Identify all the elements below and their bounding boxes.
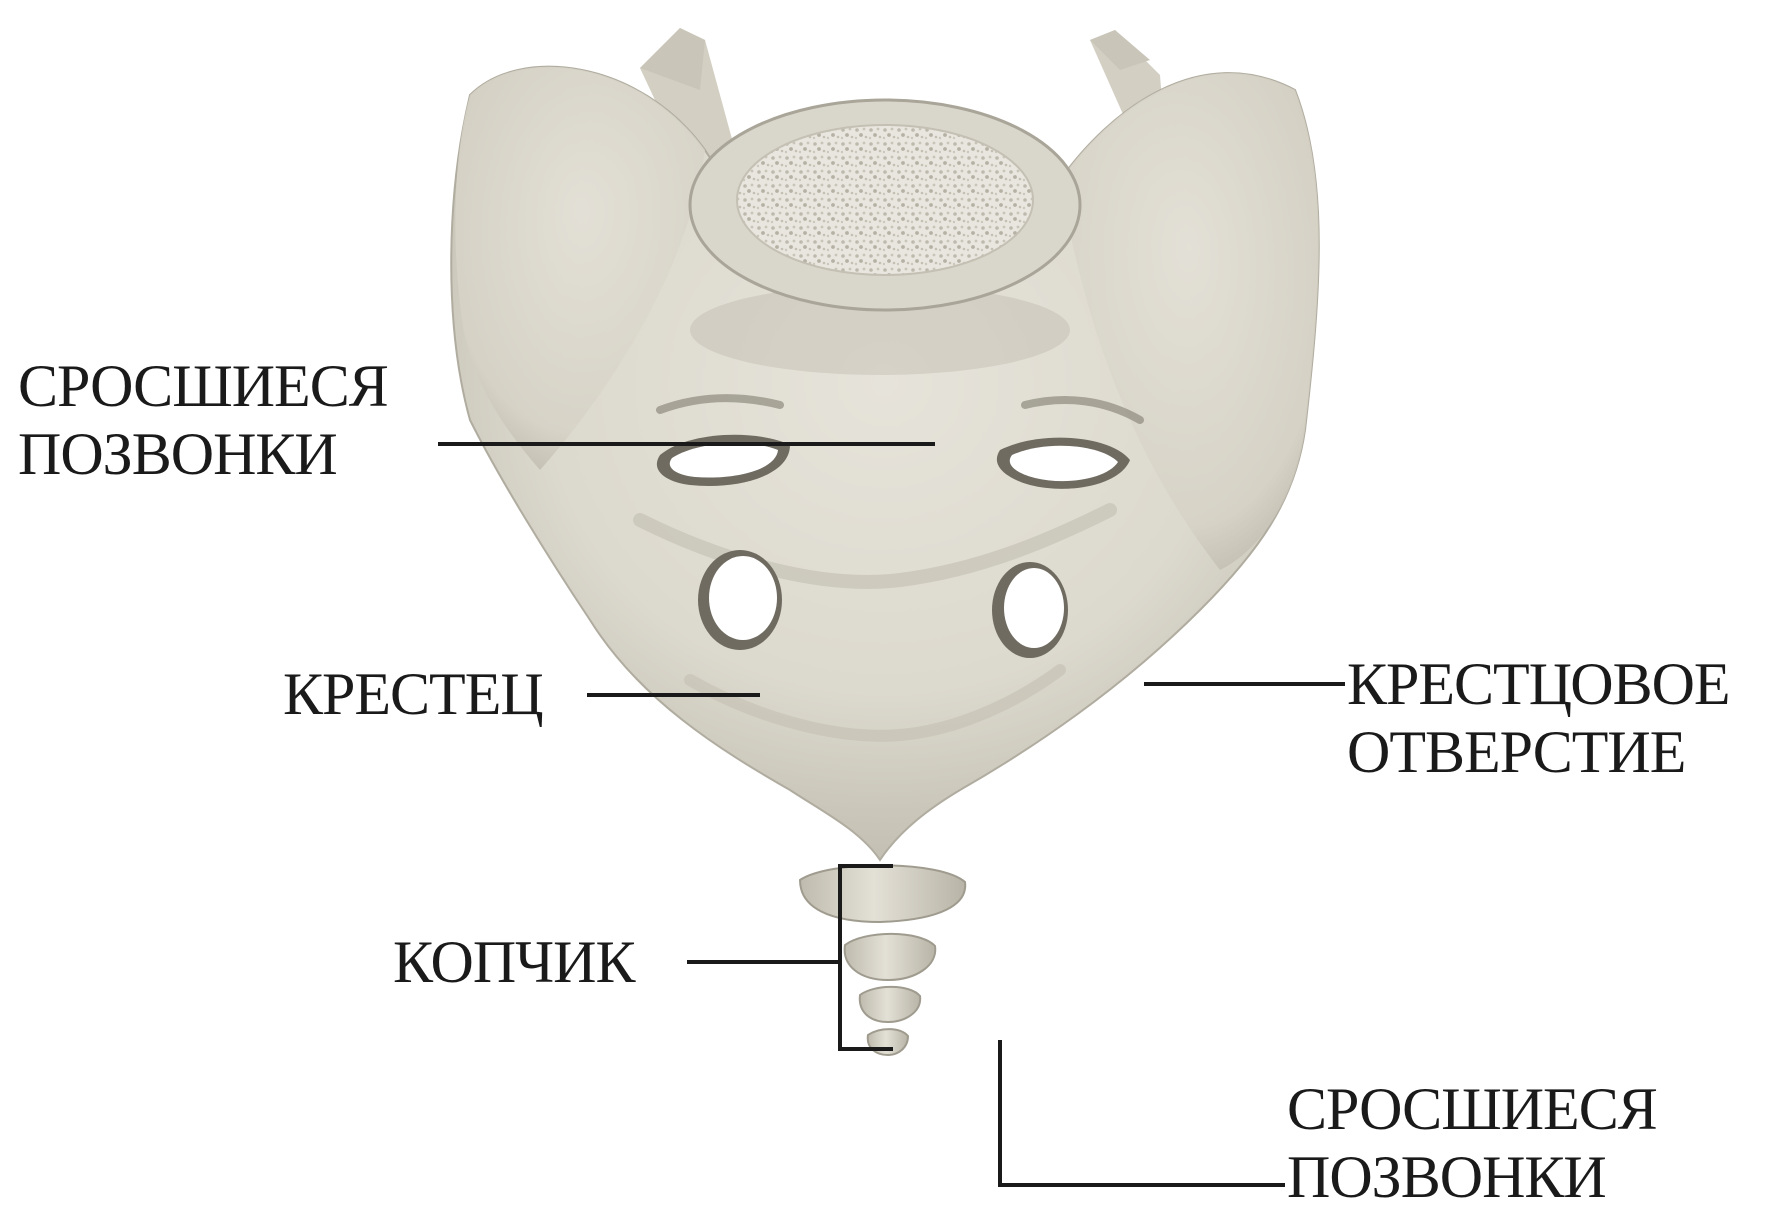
- sacral-foramen-lower-left: [698, 550, 782, 650]
- label-sacrum: КРЕСТЕЦ: [283, 660, 543, 728]
- sacral-foramen-lower-right: [992, 562, 1068, 658]
- label-sacral-foramen: КРЕСТЦОВОЕ ОТВЕРСТИЕ: [1347, 650, 1730, 786]
- leader-line-fused-lower: [1000, 1040, 1285, 1185]
- label-coccyx: КОПЧИК: [393, 928, 635, 996]
- label-fused-vertebrae-lower: СРОСШИЕСЯ ПОЗВОНКИ: [1287, 1075, 1657, 1211]
- vertebral-body-top: [690, 100, 1080, 310]
- label-fused-vertebrae-upper: СРОСШИЕСЯ ПОЗВОНКИ: [18, 352, 388, 488]
